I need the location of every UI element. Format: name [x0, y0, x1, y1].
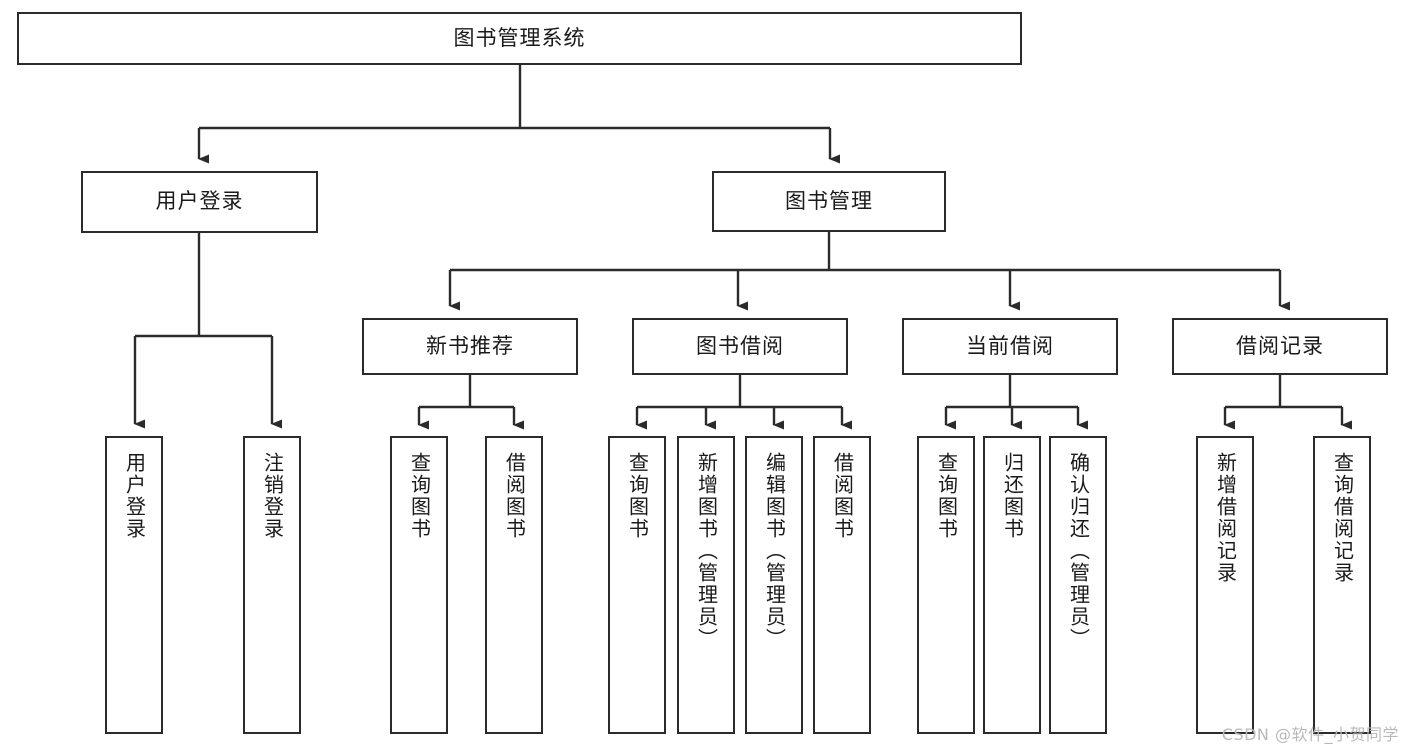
leaf-user-login-signout[interactable]: 注销登录 — [243, 436, 301, 734]
leaf-recommend-borrow-book[interactable]: 借阅图书 — [485, 436, 543, 734]
leaf-current-confirm-return-admin[interactable]: 确认归还（管理员） — [1049, 436, 1107, 734]
leaf-borrow-edit-book-admin[interactable]: 编辑图书（管理员） — [745, 436, 803, 734]
leaf-borrow-add-book-admin[interactable]: 新增图书（管理员） — [677, 436, 735, 734]
leaf-record-add-record[interactable]: 新增借阅记录 — [1196, 436, 1254, 734]
node-book-borrow[interactable]: 图书借阅 — [632, 318, 848, 375]
leaf-current-query-book[interactable]: 查询图书 — [917, 436, 975, 734]
leaf-borrow-borrow-book[interactable]: 借阅图书 — [813, 436, 871, 734]
node-book-management[interactable]: 图书管理 — [712, 171, 946, 232]
node-borrow-record[interactable]: 借阅记录 — [1172, 318, 1388, 375]
watermark-text: CSDN @软件_小贺同学 — [1221, 725, 1399, 744]
leaf-current-return-book[interactable]: 归还图书 — [983, 436, 1041, 734]
leaf-record-query-record[interactable]: 查询借阅记录 — [1313, 436, 1371, 734]
leaf-borrow-query-book[interactable]: 查询图书 — [608, 436, 666, 734]
node-current-borrow[interactable]: 当前借阅 — [902, 318, 1118, 375]
node-user-login[interactable]: 用户登录 — [81, 171, 318, 233]
leaf-recommend-query-book[interactable]: 查询图书 — [390, 436, 448, 734]
node-root-system[interactable]: 图书管理系统 — [17, 12, 1022, 65]
leaf-user-login-signin[interactable]: 用户登录 — [105, 436, 163, 734]
node-new-book-recommend[interactable]: 新书推荐 — [362, 318, 578, 375]
